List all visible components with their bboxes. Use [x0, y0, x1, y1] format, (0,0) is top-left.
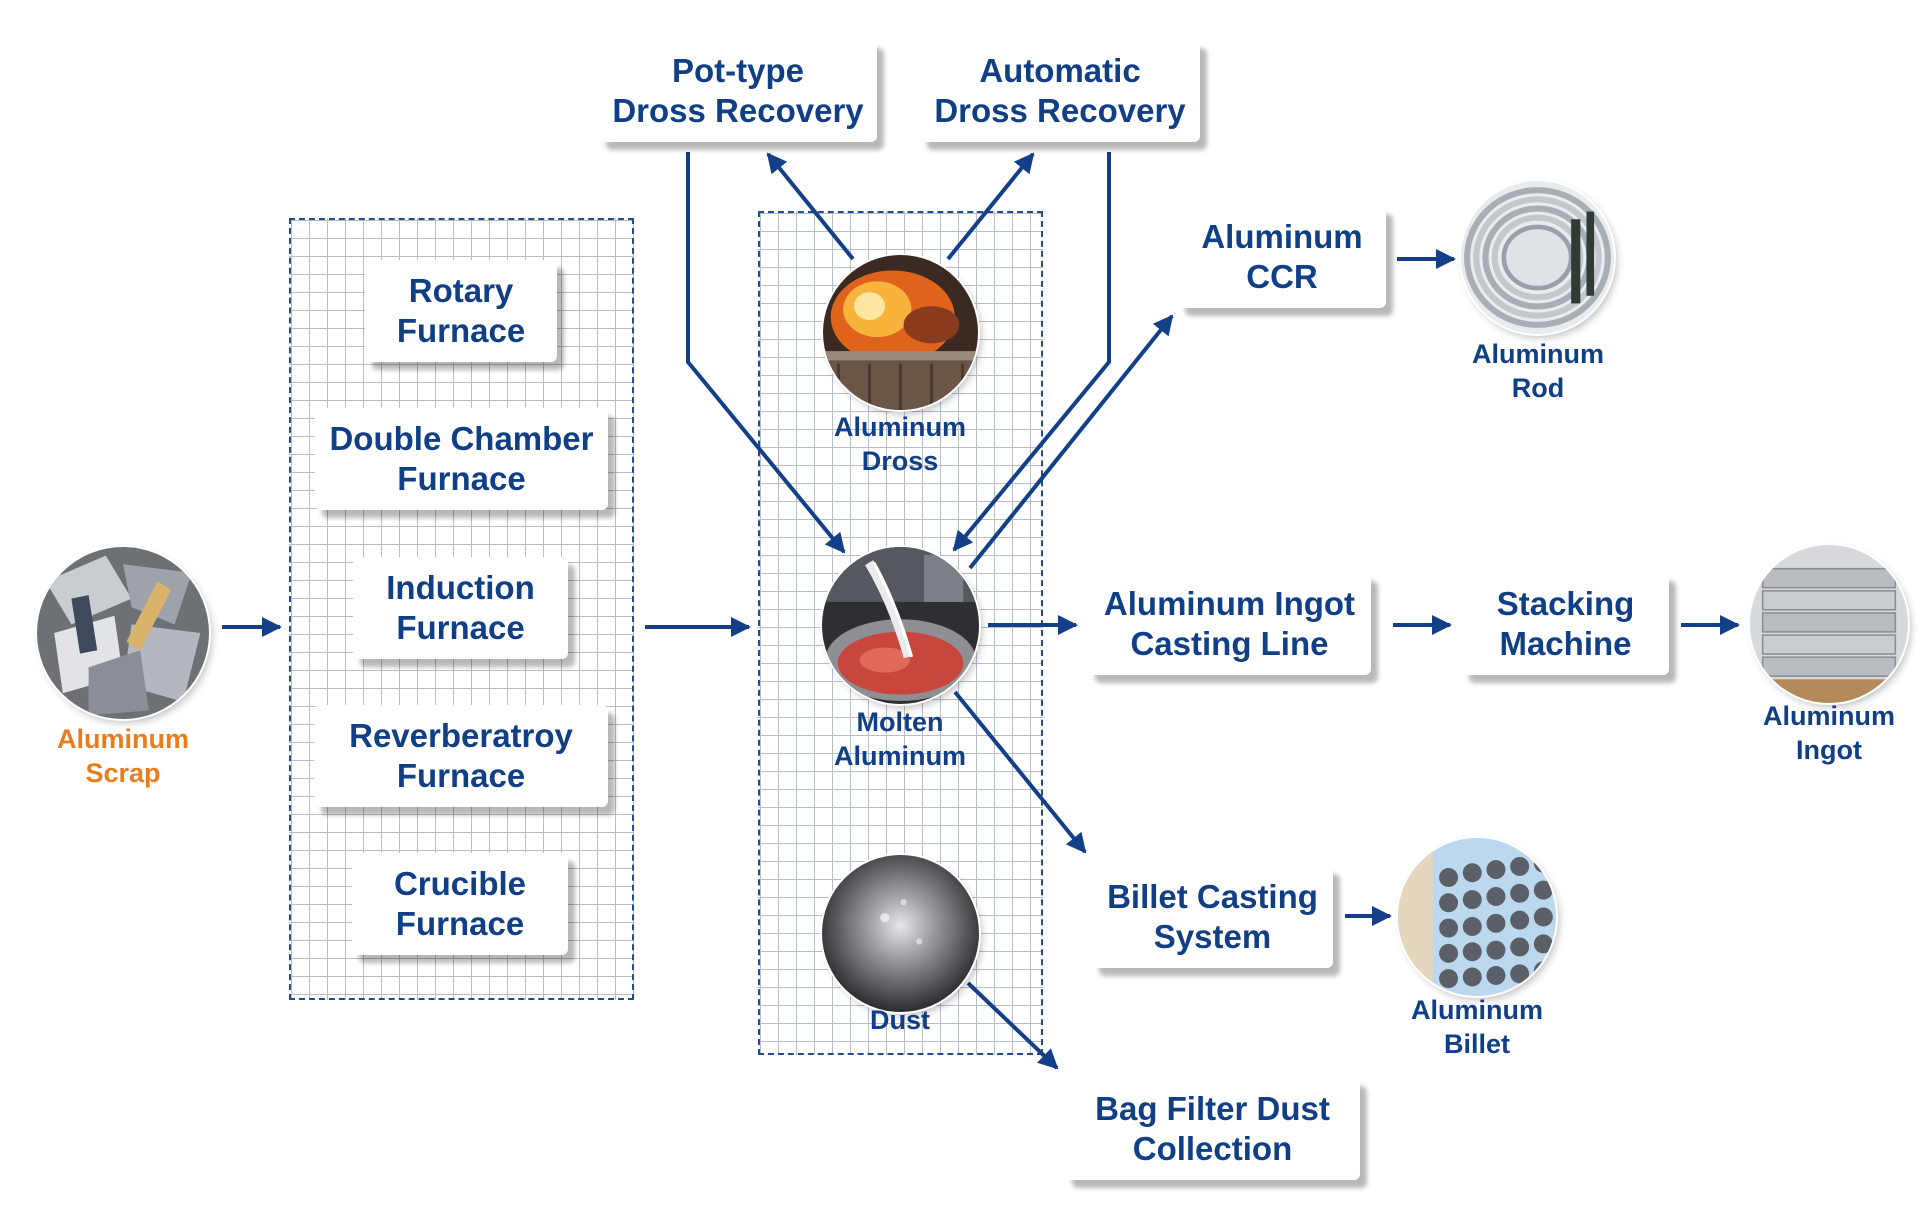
arrow-dross-to-auto-recovery: [946, 152, 1035, 261]
molten-aluminum-label: Molten Aluminum: [834, 707, 966, 771]
dust-icon: [822, 855, 979, 1012]
arrow-molten-to-billet: [953, 690, 1087, 854]
dross-icon: [823, 255, 978, 410]
molten-icon: [822, 547, 979, 704]
aluminum-billet-label: Aluminum Billet: [1411, 995, 1543, 1059]
aluminum-ingot-label: Aluminum Ingot: [1763, 701, 1895, 765]
arrow-pot-recovery-to-molten: [686, 152, 846, 554]
aluminum-ingot-image: [1750, 545, 1908, 703]
aluminum-dross-image: [823, 255, 978, 410]
arrow-molten-to-ccr: [968, 314, 1174, 570]
arrow-dross-to-pot-recovery: [766, 152, 855, 261]
aluminum-billet-image: [1398, 838, 1556, 996]
aluminum-rod-label: Aluminum Rod: [1472, 339, 1604, 403]
arrow-dust-to-bag-filter: [966, 981, 1059, 1070]
dust-image: [822, 855, 979, 1012]
scrap-icon: [37, 547, 209, 719]
aluminum-rod-image: [1461, 181, 1614, 334]
ingot-stack-icon: [1750, 545, 1908, 703]
rod-coil-icon: [1461, 181, 1614, 334]
billet-stack-icon: [1398, 838, 1556, 996]
aluminum-scrap-image: [37, 547, 209, 719]
dust-label: Dust: [870, 1005, 930, 1035]
aluminum-dross-label: Aluminum Dross: [834, 412, 966, 476]
arrow-auto-recovery-to-molten: [952, 152, 1111, 552]
aluminum-scrap-label: Aluminum Scrap: [57, 724, 189, 788]
molten-aluminum-image: [822, 547, 979, 704]
